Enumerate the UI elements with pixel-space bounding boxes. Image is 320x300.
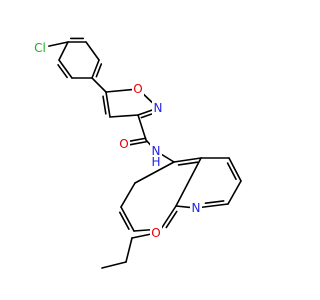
bond-p2-p3 [101, 261, 127, 269]
bond-layer [48, 37, 242, 269]
bond-ph-3 [91, 59, 100, 79]
bond-p1-p2 [125, 237, 133, 263]
bond-q-2 [175, 157, 202, 207]
atom-n-isoxazole: N [152, 101, 164, 115]
bond-isox-1-inner [102, 95, 107, 115]
bond-ph-2 [85, 41, 100, 61]
atom-label-o-ether: O [151, 226, 160, 240]
bond-ph-isox [91, 77, 107, 93]
bond-q-1-inner [177, 161, 199, 166]
bond-cc-oc-b [129, 140, 148, 146]
bond-oe-p1 [131, 233, 151, 239]
bond-isox-1 [105, 91, 111, 118]
bond-nh-q5 [160, 153, 175, 163]
atom-label-layer: Cl O N O N H N O [32, 41, 202, 240]
atom-label-cl: Cl [34, 41, 46, 55]
bond-ph-5 [58, 59, 73, 79]
atom-label-n-quinoline: N [192, 201, 201, 215]
atom-cl: Cl [32, 41, 48, 55]
bond-q-3 [160, 205, 177, 230]
bond-ph-5-inner [57, 64, 68, 79]
atom-n-quinoline: N [190, 201, 202, 215]
bond-q-7 [134, 161, 175, 184]
bond-q-3-inner [165, 210, 178, 229]
chemical-structure: Cl O N O N H N O [32, 37, 242, 269]
atom-o-ether: O [150, 226, 162, 240]
bond-ph-3-inner [95, 63, 103, 78]
atom-nh-amide: N H [150, 143, 162, 169]
bond-isox-3-inner [140, 113, 153, 119]
bond-c3-cc [137, 114, 147, 141]
atom-label-h-amide: H [151, 155, 160, 169]
bond-isox-5 [105, 88, 133, 93]
bond-q-5-inner [118, 211, 130, 230]
atom-o-isoxazole: O [132, 82, 144, 96]
atom-label-o-carbonyl: O [119, 137, 128, 151]
bond-cc-oc-a [128, 137, 147, 142]
bond-isox-4 [141, 92, 155, 105]
bond-q-1 [173, 157, 202, 163]
bond-q-6 [120, 182, 136, 208]
bond-isox-2 [109, 114, 139, 118]
bond-q-12 [175, 205, 191, 209]
atom-label-nh-amide: N [152, 144, 161, 158]
bond-isox-3 [137, 109, 154, 116]
bond-q-11-inner [204, 200, 225, 204]
bond-q-10 [227, 180, 242, 205]
bond-cl-c [48, 41, 69, 47]
bond-q-11 [201, 203, 229, 209]
atom-label-n-isoxazole: N [154, 101, 163, 115]
bond-q-9-inner [226, 162, 237, 181]
atom-o-carbonyl: O [118, 137, 130, 151]
bond-q-9 [228, 157, 242, 182]
bond-ph-6 [58, 41, 69, 61]
bond-q-5 [120, 206, 135, 232]
atom-label-o-isoxazole: O [133, 82, 142, 96]
